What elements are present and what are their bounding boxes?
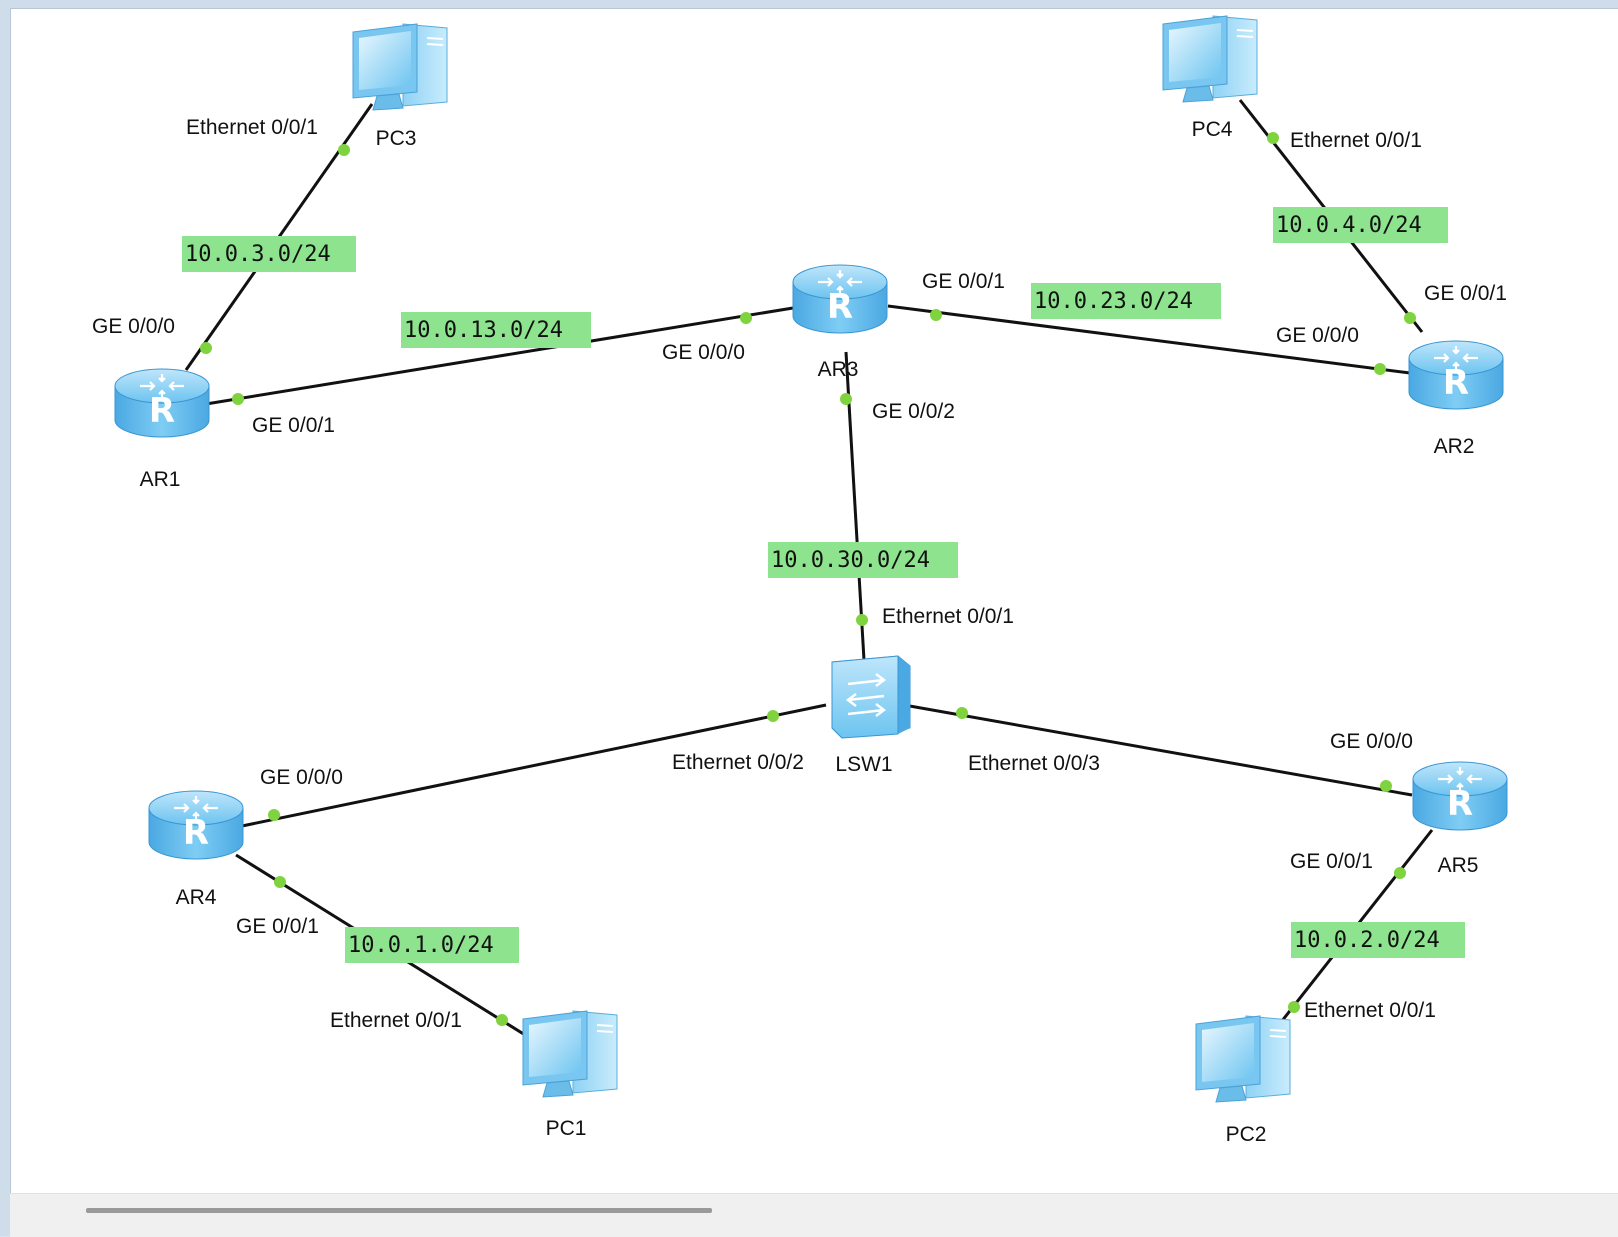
link-ar3-ar2[interactable]: [887, 304, 1411, 375]
port-label: Ethernet 0/0/3: [968, 752, 1100, 775]
device-lsw1[interactable]: LSW1: [830, 654, 912, 776]
port-label: GE 0/0/0: [92, 315, 175, 338]
port-dot: [232, 393, 244, 405]
device-ar1[interactable]: AR1: [113, 367, 211, 491]
port-label: GE 0/0/0: [1276, 324, 1359, 347]
network-label-10-0-30[interactable]: 10.0.30.0/24: [768, 542, 958, 578]
network-label-text: 10.0.23.0/24: [1034, 289, 1193, 314]
link-ar1-ar3[interactable]: [205, 306, 794, 406]
device-label: AR4: [176, 886, 217, 909]
network-label-10-0-2[interactable]: 10.0.2.0/24: [1291, 922, 1465, 958]
router-icon: [113, 367, 211, 439]
port-dots: [200, 132, 1416, 1026]
network-label-text: 10.0.4.0/24: [1276, 213, 1422, 238]
network-label-10-0-23[interactable]: 10.0.23.0/24: [1031, 283, 1221, 319]
port-label: GE 0/0/0: [260, 766, 343, 789]
device-pc2[interactable]: PC2: [1195, 1015, 1291, 1146]
port-label: Ethernet 0/0/2: [672, 751, 804, 774]
window-left-edge: [0, 0, 10, 1236]
device-label: LSW1: [835, 753, 892, 776]
topology-diagram: R: [92, 15, 1509, 1146]
scrollbar-thumb[interactable]: [86, 1208, 712, 1213]
device-pc4[interactable]: PC4: [1162, 15, 1258, 141]
port-dot: [956, 707, 968, 719]
pc-icon: [1195, 1015, 1291, 1103]
port-dot: [338, 144, 350, 156]
port-label: GE 0/0/0: [1330, 730, 1413, 753]
pc-icon: [352, 23, 448, 111]
port-label: Ethernet 0/0/1: [1304, 999, 1436, 1022]
network-label-text: 10.0.2.0/24: [1294, 928, 1440, 953]
port-dot: [1374, 363, 1386, 375]
port-dot: [740, 312, 752, 324]
router-icon: [791, 263, 889, 335]
link-lsw1-ar4[interactable]: [241, 703, 827, 828]
network-label-text: 10.0.13.0/24: [404, 318, 563, 343]
pc-icon: [1162, 15, 1258, 103]
port-dot: [767, 710, 779, 722]
device-pc1[interactable]: PC1: [522, 1010, 618, 1140]
port-label: GE 0/0/1: [236, 915, 319, 938]
port-dot: [1267, 132, 1279, 144]
port-dot: [840, 393, 852, 405]
device-pc3[interactable]: PC3: [352, 23, 448, 150]
horizontal-scrollbar[interactable]: [10, 1193, 1618, 1237]
port-label: Ethernet 0/0/1: [330, 1009, 462, 1032]
port-dot: [930, 309, 942, 321]
port-dot: [200, 342, 212, 354]
network-label-text: 10.0.3.0/24: [185, 242, 331, 267]
network-label-text: 10.0.1.0/24: [348, 933, 494, 958]
port-label: GE 0/0/2: [872, 400, 955, 423]
device-label: AR5: [1438, 854, 1479, 877]
port-dot: [274, 876, 286, 888]
device-label: PC1: [546, 1117, 587, 1140]
device-ar4[interactable]: AR4: [147, 789, 245, 909]
network-label-10-0-4[interactable]: 10.0.4.0/24: [1273, 207, 1448, 243]
port-dot: [1380, 780, 1392, 792]
network-labels: 10.0.3.0/24 10.0.13.0/24 10.0.23.0/24 10…: [182, 207, 1465, 963]
port-dot: [1404, 312, 1416, 324]
port-labels: Ethernet 0/0/1 GE 0/0/0 GE 0/0/1 GE 0/0/…: [92, 116, 1507, 1032]
port-label: GE 0/0/1: [252, 414, 335, 437]
device-ar3[interactable]: AR3: [791, 263, 889, 381]
network-label-10-0-3[interactable]: 10.0.3.0/24: [182, 236, 356, 272]
network-label-10-0-1[interactable]: 10.0.1.0/24: [345, 927, 519, 963]
device-label: AR1: [140, 468, 181, 491]
router-icon: [1411, 760, 1509, 832]
switch-icon: [830, 654, 912, 740]
port-label: Ethernet 0/0/1: [882, 605, 1014, 628]
network-label-text: 10.0.30.0/24: [771, 548, 930, 573]
network-label-10-0-13[interactable]: 10.0.13.0/24: [401, 312, 591, 348]
router-icon: [1407, 339, 1505, 411]
port-dot: [856, 614, 868, 626]
port-label: GE 0/0/1: [922, 270, 1005, 293]
port-label: Ethernet 0/0/1: [1290, 129, 1422, 152]
pc-icon: [522, 1010, 618, 1098]
device-label: AR3: [818, 358, 859, 381]
link-lsw1-ar5[interactable]: [903, 703, 1413, 797]
port-label: GE 0/0/0: [662, 341, 745, 364]
device-ar2[interactable]: AR2: [1407, 339, 1505, 458]
device-label: PC4: [1192, 118, 1233, 141]
port-label: Ethernet 0/0/1: [186, 116, 318, 139]
port-dot: [1288, 1001, 1300, 1013]
window-top-edge: [0, 0, 1618, 8]
port-dot: [1394, 867, 1406, 879]
device-label: PC3: [376, 127, 417, 150]
port-dot: [268, 809, 280, 821]
device-ar5[interactable]: AR5: [1411, 760, 1509, 877]
device-label: AR2: [1434, 435, 1475, 458]
port-dot: [496, 1014, 508, 1026]
topology-canvas[interactable]: [10, 8, 1618, 1194]
router-icon: [147, 789, 245, 861]
device-label: PC2: [1226, 1123, 1267, 1146]
port-label: GE 0/0/1: [1290, 850, 1373, 873]
port-label: GE 0/0/1: [1424, 282, 1507, 305]
